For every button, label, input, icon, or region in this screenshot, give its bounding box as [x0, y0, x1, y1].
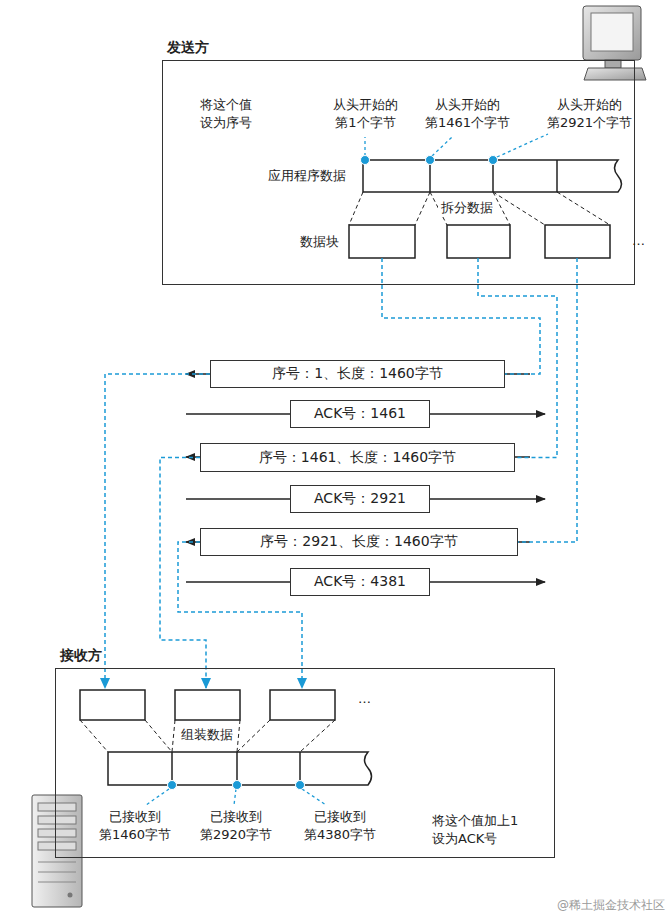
data-flow-connector	[518, 285, 577, 542]
message-text: ACK号：4381	[314, 573, 406, 591]
data-flow-connector	[105, 374, 210, 688]
assemble-line	[80, 720, 335, 752]
message-line	[186, 374, 545, 582]
segment-bar: 序号：1461、长度：1460字节	[200, 443, 515, 472]
position-label: 已接收到 第2920字节	[200, 808, 272, 844]
ack-bar: ACK号：1461	[290, 400, 430, 428]
message-text: 序号：1461、长度：1460字节	[259, 449, 456, 467]
sender-panel: 发送方	[162, 60, 635, 285]
marker-dot	[361, 156, 498, 165]
computer-icon	[583, 6, 646, 80]
message-text: ACK号：1461	[314, 405, 406, 423]
leader-line	[365, 134, 548, 157]
data-flow-connector	[178, 542, 302, 688]
part-name: 数据块	[300, 233, 339, 251]
data-flow-connector	[478, 285, 557, 458]
marker-dot	[168, 781, 305, 790]
ack-bar: ACK号：2921	[290, 485, 430, 513]
step-label: 组装数据	[178, 726, 236, 744]
watermark: @稀土掘金技术社区	[557, 896, 665, 914]
data-block	[349, 225, 610, 258]
ack-bar: ACK号：4381	[290, 568, 430, 596]
position-label: 从头开始的 第1个字节	[333, 96, 398, 132]
position-label: 从头开始的 第2921个字节	[547, 96, 632, 132]
data-block	[80, 690, 335, 720]
panel-title: 接收方	[60, 647, 102, 665]
data-flow-connector	[382, 285, 540, 374]
ellipsis: …	[358, 690, 371, 708]
panel-title: 发送方	[167, 39, 209, 57]
ellipsis: …	[632, 232, 645, 250]
leader-line	[146, 789, 326, 805]
message-text: 序号：2921、长度：1460字节	[260, 533, 457, 551]
message-text: 序号：1、长度：1460字节	[272, 365, 443, 383]
server-icon	[32, 795, 82, 907]
flow-line	[382, 258, 577, 285]
note: 将这个值 设为序号	[200, 96, 252, 132]
segment-bar: 序号：1、长度：1460字节	[210, 360, 505, 388]
step-label: 拆分数据	[438, 199, 496, 217]
position-label: 已接收到 第1460字节	[99, 808, 171, 844]
data-flow-connector	[160, 458, 206, 689]
position-label: 从头开始的 第1461个字节	[425, 96, 510, 132]
data-strip	[108, 752, 372, 785]
position-label: 已接收到 第4380字节	[304, 808, 376, 844]
part-name: 应用程序数据	[268, 167, 346, 185]
split-line	[349, 192, 610, 225]
message-text: ACK号：2921	[314, 490, 406, 508]
note: 将这个值加上1 设为ACK号	[432, 812, 518, 848]
receiver-panel: 接收方	[55, 668, 555, 858]
segment-bar: 序号：2921、长度：1460字节	[200, 528, 518, 556]
